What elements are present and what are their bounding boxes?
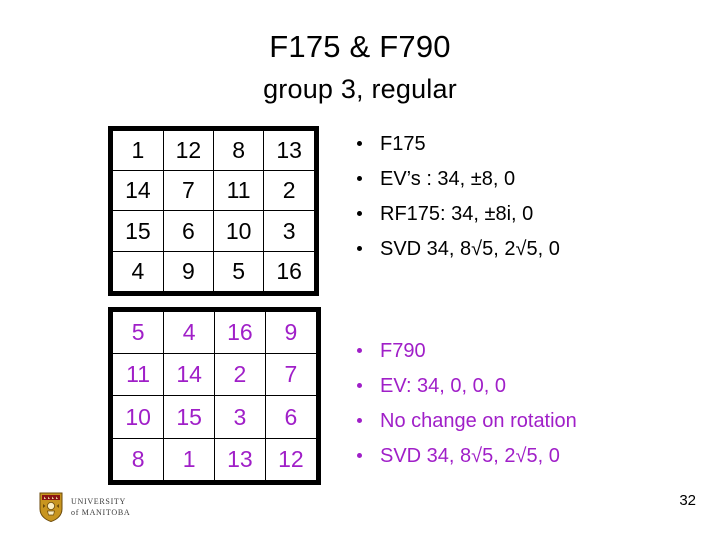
matrix-cell: 13 <box>263 131 314 172</box>
table-row: 14 7 11 2 <box>113 170 314 212</box>
matrix-cell: 10 <box>212 210 265 252</box>
matrix-cell: 6 <box>264 395 316 439</box>
bullet-dot-icon <box>357 211 362 216</box>
bullet-dot-icon <box>357 383 362 388</box>
table-row: 11 14 2 7 <box>113 353 316 397</box>
shield-crest-icon <box>39 492 63 522</box>
matrix-cell: 15 <box>163 395 215 439</box>
matrix-cell: 2 <box>263 170 314 212</box>
matrix-cell: 10 <box>113 395 165 439</box>
university-logo: UNIVERSITY of MANITOBA <box>38 492 130 522</box>
list-item: EV’s : 34, ±8, 0 <box>353 169 560 189</box>
list-item-label: EV: 34, 0, 0, 0 <box>380 375 507 397</box>
matrix-cell: 8 <box>113 437 165 480</box>
matrix-cell: 5 <box>113 312 165 355</box>
bullet-dot-icon <box>357 246 362 251</box>
matrix-f790-table: 5 4 16 9 11 14 2 7 10 15 3 6 8 1 13 12 <box>113 312 316 480</box>
matrix-cell: 12 <box>162 131 215 172</box>
bullet-dot-icon <box>357 176 362 181</box>
matrix-cell: 11 <box>212 170 265 212</box>
matrix-cell: 11 <box>113 353 165 397</box>
list-item: SVD 34, 8√5, 2√5, 0 <box>353 239 560 259</box>
bullet-list-f790: F790 EV: 34, 0, 0, 0 No change on rotati… <box>353 341 577 481</box>
list-item-label: RF175: 34, ±8i, 0 <box>380 203 534 225</box>
matrix-cell: 1 <box>113 131 164 172</box>
bullet-dot-icon <box>357 141 362 146</box>
bullet-dot-icon <box>357 418 362 423</box>
list-item-label: SVD 34, 8√5, 2√5, 0 <box>380 445 560 467</box>
bullet-dot-icon <box>357 453 362 458</box>
matrix-cell: 4 <box>163 312 215 355</box>
university-wordmark-line1: UNIVERSITY <box>71 496 126 506</box>
matrix-cell: 4 <box>113 250 164 291</box>
matrix-cell: 13 <box>214 437 266 480</box>
matrix-cell: 7 <box>264 353 316 397</box>
matrix-cell: 5 <box>212 250 265 291</box>
page-title: F175 & F790 <box>269 29 451 64</box>
bullet-list-f175: F175 EV’s : 34, ±8, 0 RF175: 34, ±8i, 0 … <box>353 134 560 274</box>
matrix-cell: 15 <box>113 210 164 252</box>
table-row: 10 15 3 6 <box>113 395 316 439</box>
matrix-cell: 16 <box>214 312 266 355</box>
table-row: 1 12 8 13 <box>113 131 314 172</box>
list-item: SVD 34, 8√5, 2√5, 0 <box>353 446 577 466</box>
matrix-cell: 12 <box>264 437 316 480</box>
page-number: 32 <box>679 492 696 509</box>
table-row: 5 4 16 9 <box>113 312 316 355</box>
matrix-cell: 14 <box>163 353 215 397</box>
matrix-cell: 9 <box>264 312 316 355</box>
matrix-f175: 1 12 8 13 14 7 11 2 15 6 10 3 4 9 5 16 <box>108 126 319 296</box>
matrix-cell: 1 <box>163 437 215 480</box>
table-row: 15 6 10 3 <box>113 210 314 252</box>
matrix-cell: 2 <box>214 353 266 397</box>
list-item: F790 <box>353 341 577 361</box>
table-row: 8 1 13 12 <box>113 437 316 480</box>
matrix-cell: 16 <box>263 250 314 291</box>
list-item: EV: 34, 0, 0, 0 <box>353 376 577 396</box>
matrix-cell: 3 <box>263 210 314 252</box>
bullet-dot-icon <box>357 348 362 353</box>
list-item-label: F790 <box>380 340 426 362</box>
matrix-f175-table: 1 12 8 13 14 7 11 2 15 6 10 3 4 9 5 16 <box>113 131 314 291</box>
matrix-f790: 5 4 16 9 11 14 2 7 10 15 3 6 8 1 13 12 <box>108 307 321 485</box>
matrix-cell: 8 <box>212 131 265 172</box>
list-item-label: F175 <box>380 133 426 155</box>
title-block: F175 & F790 group 3, regular <box>0 28 720 106</box>
list-item-label: EV’s : 34, ±8, 0 <box>380 168 516 190</box>
list-item-label: SVD 34, 8√5, 2√5, 0 <box>380 238 560 260</box>
matrix-cell: 14 <box>113 170 164 212</box>
list-item: F175 <box>353 134 560 154</box>
list-item: No change on rotation <box>353 411 577 431</box>
list-item: RF175: 34, ±8i, 0 <box>353 204 560 224</box>
matrix-cell: 9 <box>162 250 215 291</box>
list-item-label: No change on rotation <box>380 410 577 432</box>
university-wordmark: UNIVERSITY of MANITOBA <box>71 496 131 517</box>
matrix-cell: 7 <box>162 170 215 212</box>
page-subtitle: group 3, regular <box>263 74 457 104</box>
university-wordmark-line2: of MANITOBA <box>71 507 131 517</box>
matrix-cell: 3 <box>214 395 266 439</box>
table-row: 4 9 5 16 <box>113 250 314 291</box>
matrix-cell: 6 <box>162 210 215 252</box>
